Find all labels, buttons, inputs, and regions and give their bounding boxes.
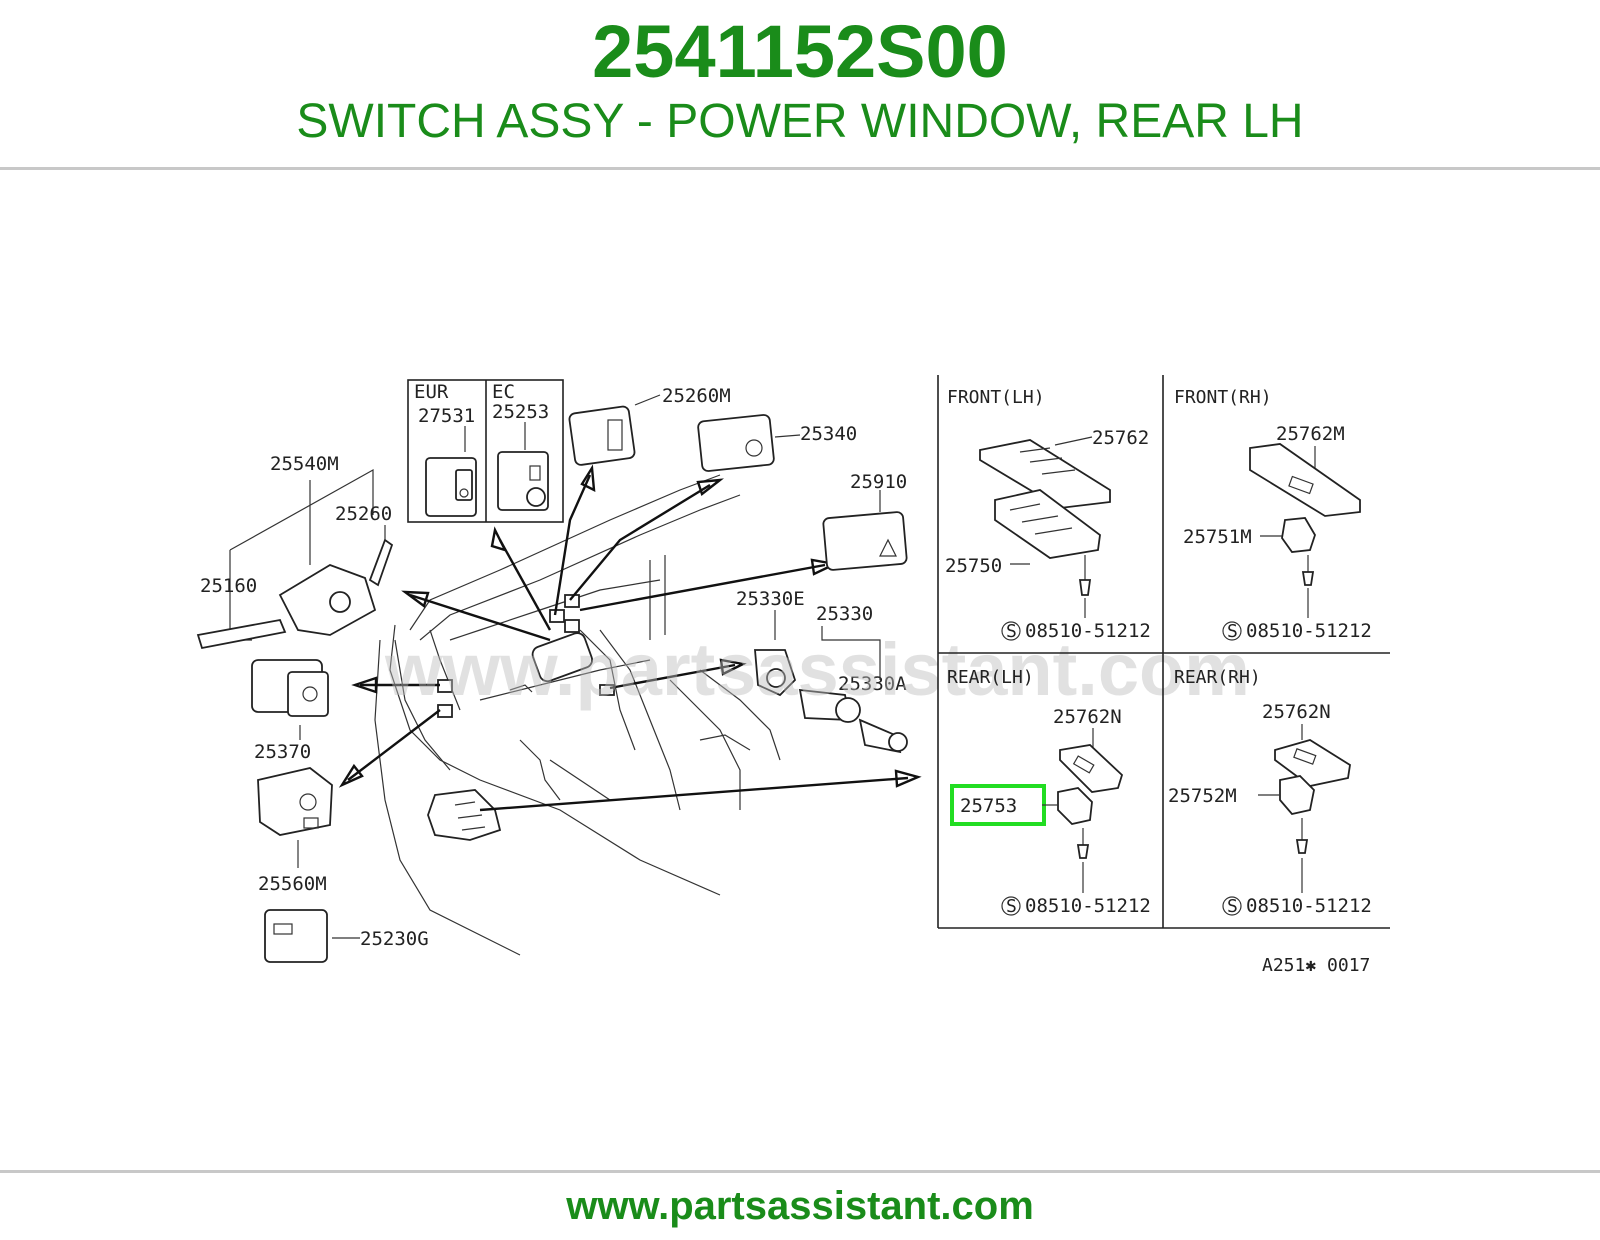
panel-rear-rh: REAR(RH) 25762N 25752M S 08510-51212 (1168, 667, 1372, 917)
part-label-25330: 25330 (816, 603, 873, 625)
part-label-25762: 25762 (1092, 427, 1149, 449)
eur-ec-inset: EUR EC 27531 25253 (407, 379, 564, 523)
part-label-25753: 25753 (960, 795, 1017, 817)
footer-url[interactable]: www.partsassistant.com (566, 1184, 1034, 1228)
screw-symbol: S (1006, 621, 1017, 642)
door-switch-grid: FRONT(LH) 25762 25750 S 08510-51212 FRON… (937, 375, 1390, 929)
screw-label-front-lh: 08510-51212 (1025, 620, 1151, 642)
screw-label-rear-rh: 08510-51212 (1246, 895, 1372, 917)
part-label-25260M: 25260M (662, 385, 731, 407)
screw-symbol: S (1227, 896, 1238, 917)
switch-25560M: 25560M (257, 767, 333, 895)
part-label-25330A: 25330A (838, 673, 907, 695)
switch-25340: 25340 (697, 414, 857, 472)
part-label-25160: 25160 (200, 575, 257, 597)
inset-label-ec: EC (492, 381, 515, 403)
part-label-25260: 25260 (335, 503, 392, 525)
switch-25230G: 25230G (264, 909, 429, 963)
panel-title-front-rh: FRONT(RH) (1174, 387, 1272, 408)
part-label-25762M: 25762M (1276, 423, 1345, 445)
switch-25370: 25370 (251, 659, 329, 763)
diagram-ref-code: A251✱ 0017 (1262, 955, 1370, 976)
part-label-25762N: 25762N (1053, 706, 1122, 728)
part-label-25330E: 25330E (736, 588, 805, 610)
header: 2541152S00 SWITCH ASSY - POWER WINDOW, R… (0, 0, 1600, 169)
panel-front-lh: FRONT(LH) 25762 25750 S 08510-51212 (945, 387, 1151, 642)
panel-front-rh: FRONT(RH) 25762M 25751M S 08510-51212 (1174, 387, 1372, 642)
switch-25260M: 25260M (568, 385, 731, 466)
part-label-25370: 25370 (254, 741, 311, 763)
screw-label-front-rh: 08510-51212 (1246, 620, 1372, 642)
part-label-25230G: 25230G (360, 928, 429, 950)
parts-diagram-svg: EUR EC 27531 25253 25540M 25260 25160 (196, 375, 1390, 976)
part-label-25752M: 25752M (1168, 785, 1237, 807)
part-number: 2541152S00 (592, 10, 1008, 93)
panel-rear-lh: REAR(LH) 25762N 25753 S 08510-51212 (947, 667, 1151, 917)
leader-arrows (338, 464, 922, 812)
parts-diagram: EUR EC 27531 25253 25540M 25260 25160 (180, 340, 1420, 1010)
footer-divider (0, 1170, 1600, 1173)
panel-title-front-lh: FRONT(LH) (947, 387, 1045, 408)
part-label-25340: 25340 (800, 423, 857, 445)
steering-column-switch: 25540M 25260 25160 (196, 453, 394, 650)
dashboard-illustration (374, 474, 781, 956)
part-label-27531: 27531 (418, 405, 475, 427)
screw-symbol: S (1006, 896, 1017, 917)
screw-symbol: S (1227, 621, 1238, 642)
part-label-25540M: 25540M (270, 453, 339, 475)
part-label-25750: 25750 (945, 555, 1002, 577)
part-label-25751M: 25751M (1183, 526, 1252, 548)
screw-label-rear-lh: 08510-51212 (1025, 895, 1151, 917)
panel-title-rear-lh: REAR(LH) (947, 667, 1034, 688)
inset-label-eur: EUR (414, 381, 449, 403)
part-label-25762N-rh: 25762N (1262, 701, 1331, 723)
part-label-25560M: 25560M (258, 873, 327, 895)
panel-title-rear-rh: REAR(RH) (1174, 667, 1261, 688)
cigarette-lighter-group: 25330E 25330 25330A (736, 588, 908, 754)
switch-25910: 25910 (822, 471, 908, 571)
part-label-25910: 25910 (850, 471, 907, 493)
part-label-25253: 25253 (492, 401, 549, 423)
header-divider (0, 167, 1600, 170)
watermark: www.partsassistant.com (384, 628, 1250, 711)
part-description: SWITCH ASSY - POWER WINDOW, REAR LH (296, 95, 1304, 148)
